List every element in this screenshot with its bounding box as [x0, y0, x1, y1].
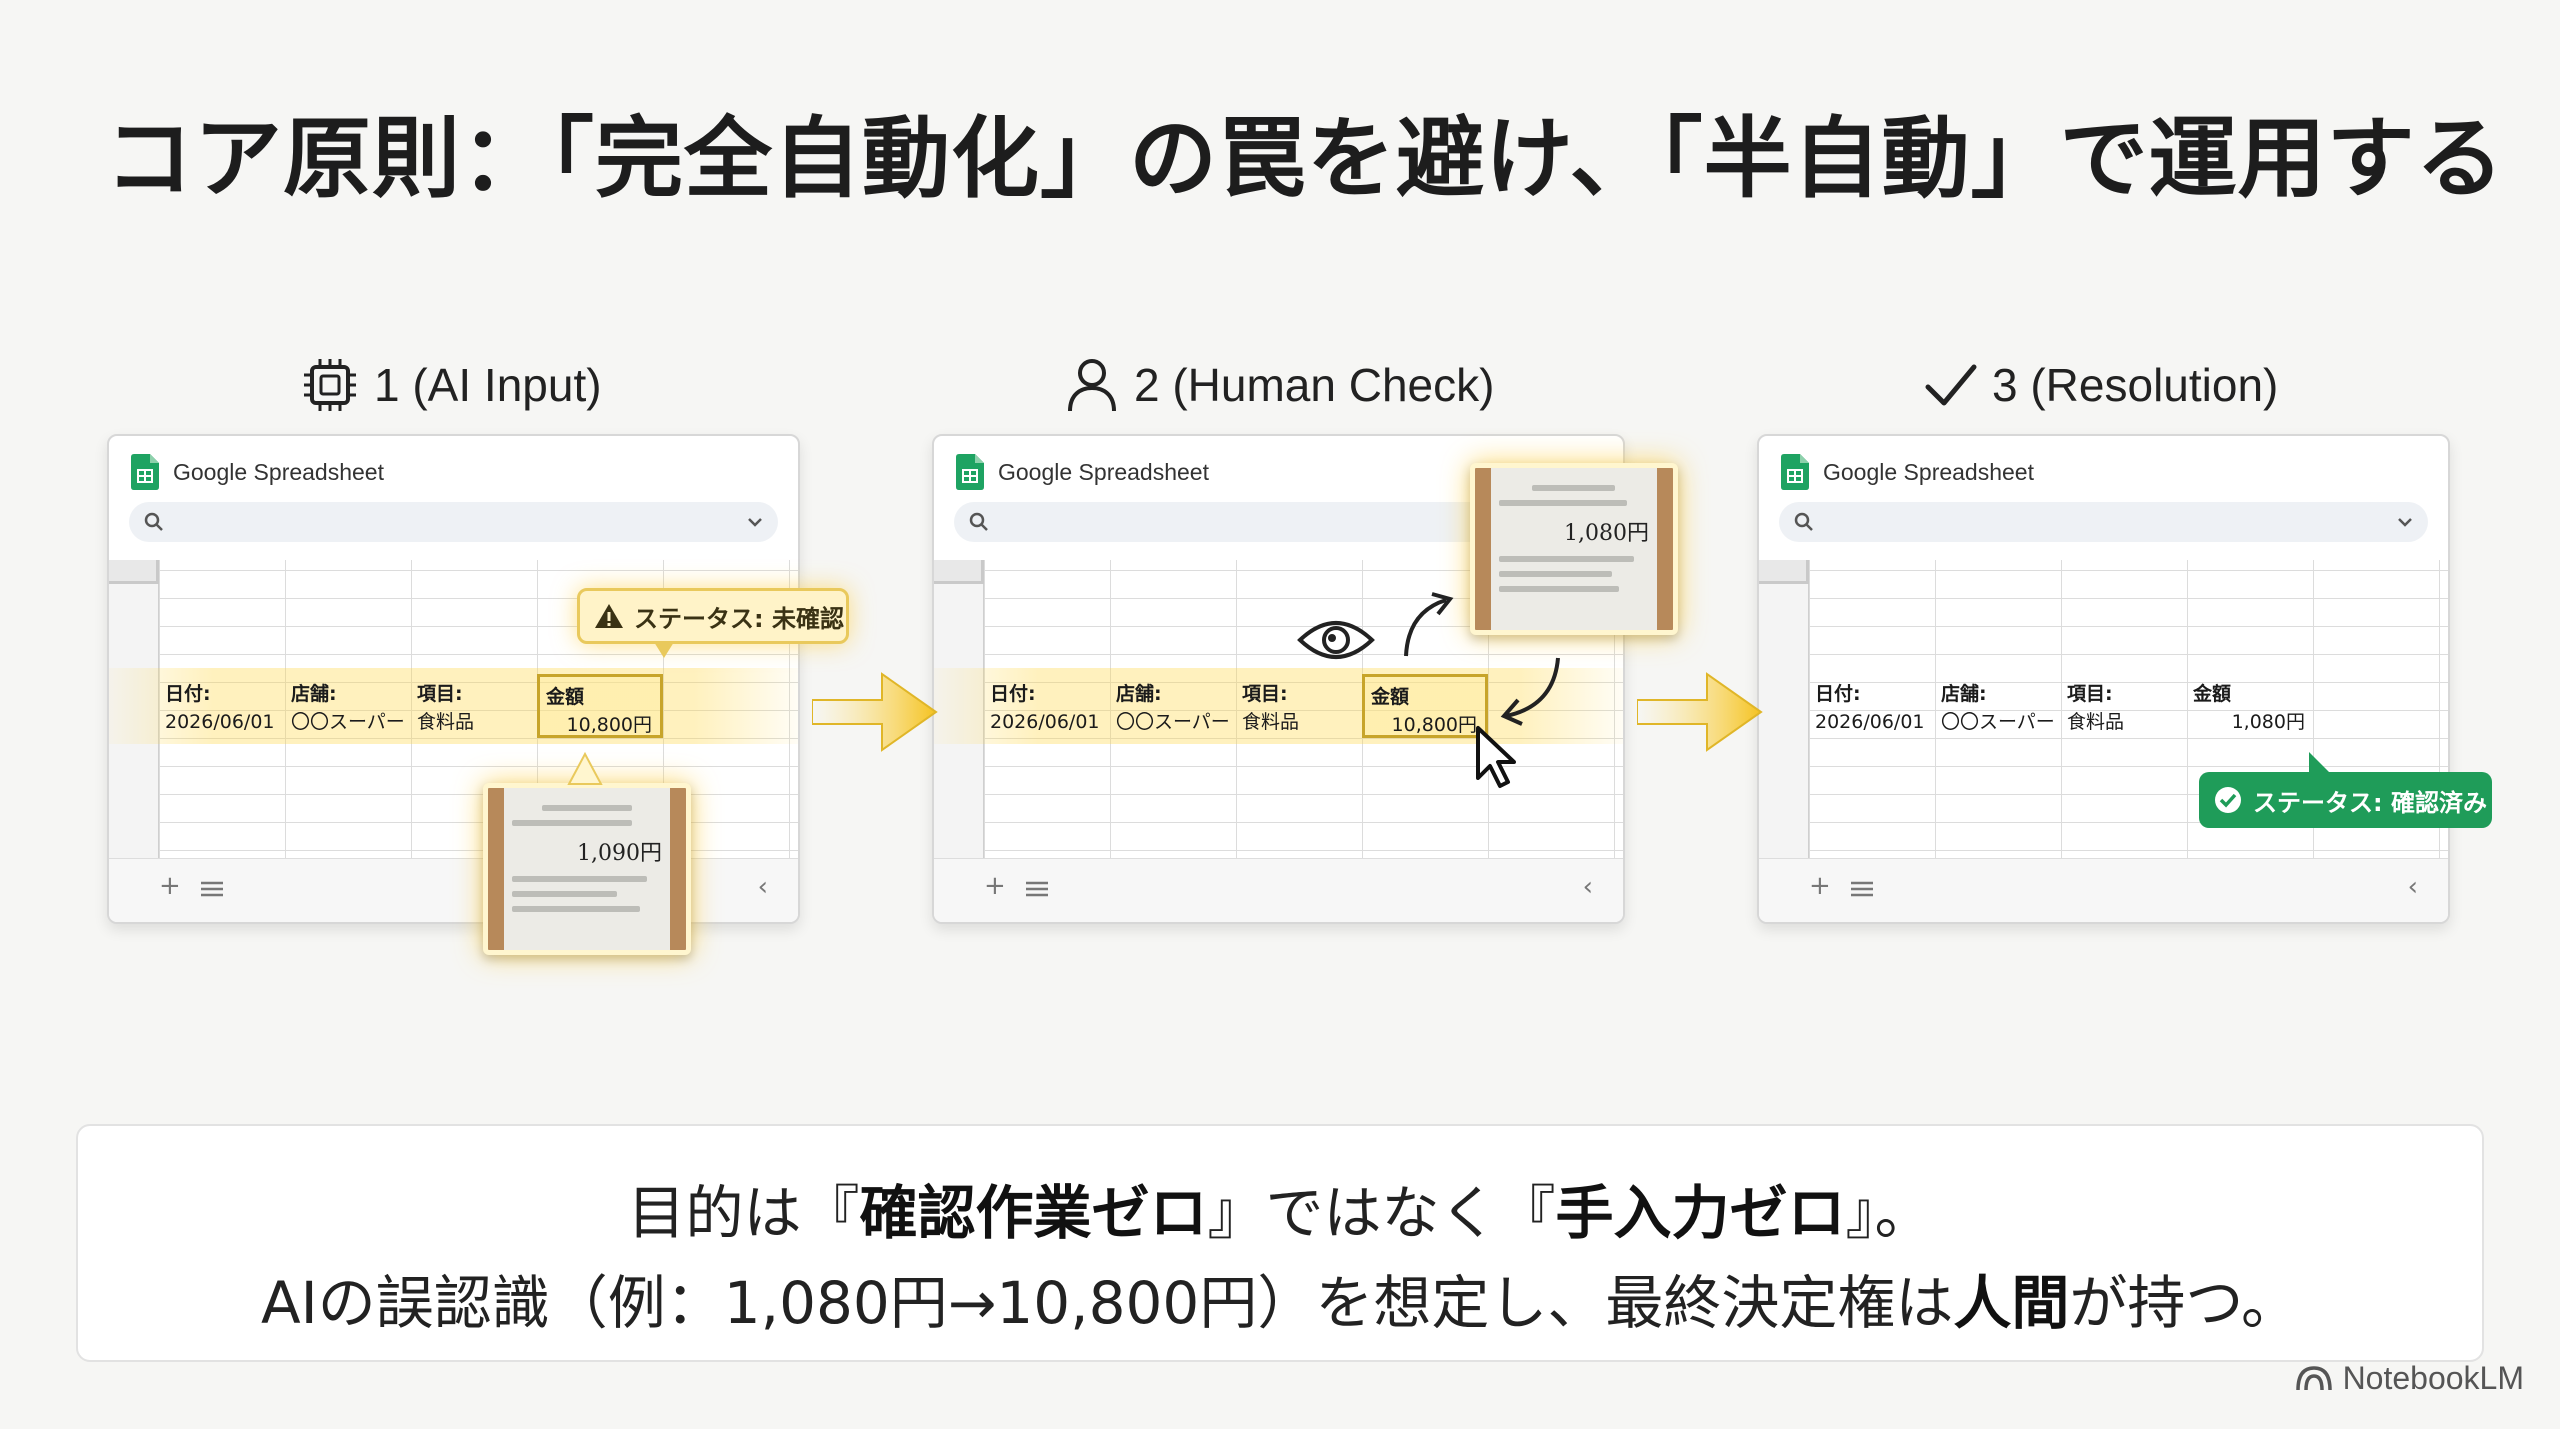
item-cell[interactable]: 項目:食料品 — [1242, 683, 1300, 733]
add-sheet-icon[interactable]: + — [984, 871, 1006, 901]
store-cell[interactable]: 店舗:〇〇スーパー — [1941, 683, 2055, 733]
app-header: Google Spreadsheet — [131, 452, 384, 492]
date-cell[interactable]: 日付:2026/06/01 — [1815, 683, 1925, 733]
step-1-text: 1 (AI Input) — [374, 359, 602, 411]
chevron-left-icon[interactable]: ‹ — [1582, 872, 1593, 902]
person-icon — [1068, 359, 1116, 412]
add-sheet-icon[interactable]: + — [159, 871, 181, 901]
sheet-list-icon[interactable] — [1026, 881, 1048, 897]
status-unconfirmed-badge: ステータス: 未確認 — [577, 588, 849, 658]
app-name: Google Spreadsheet — [1823, 458, 2034, 485]
date-cell[interactable]: 日付:2026/06/01 — [165, 683, 275, 733]
step-1-label: 1 (AI Input) — [300, 355, 602, 415]
status-confirmed-badge: ステータス: 確認済み — [2199, 752, 2492, 828]
notebooklm-icon — [2295, 1366, 2332, 1391]
row-headers — [1759, 584, 1809, 860]
key-message-box: 目的は『確認作業ゼロ』ではなく『手入力ゼロ』。 AIの誤認識（例：1,080円→… — [76, 1124, 2484, 1362]
grid-corner[interactable] — [934, 560, 984, 584]
app-header: Google Spreadsheet — [956, 452, 1209, 492]
curved-arrow-up-icon — [1404, 592, 1454, 657]
flow-arrow-icon — [812, 672, 938, 752]
sheets-icon — [131, 454, 159, 490]
eye-icon — [1297, 621, 1375, 659]
search-icon — [144, 512, 163, 531]
receipt-image: 1,080円 — [1470, 463, 1678, 635]
flow-arrow-icon — [1637, 672, 1763, 752]
store-cell[interactable]: 店舗:〇〇スーパー — [291, 683, 405, 733]
sheet-grid[interactable] — [1759, 560, 2448, 860]
chevron-down-icon[interactable] — [746, 514, 764, 530]
cursor-icon — [1476, 726, 1516, 788]
step-2-text: 2 (Human Check) — [1134, 359, 1495, 411]
store-cell[interactable]: 店舗:〇〇スーパー — [1116, 683, 1230, 733]
sheet-footer: + ‹ — [1759, 858, 2448, 922]
row-headers — [934, 584, 984, 860]
item-cell[interactable]: 項目:食料品 — [417, 683, 475, 733]
receipt-pointer — [567, 752, 603, 785]
sheets-icon — [956, 454, 984, 490]
checkmark-icon — [1925, 364, 1977, 406]
message-line-1: 目的は『確認作業ゼロ』ではなく『手入力ゼロ』。 — [627, 1179, 1933, 1247]
row-headers — [109, 584, 159, 860]
highlight-band — [109, 668, 798, 744]
sheet-footer: + ‹ — [934, 858, 1623, 922]
receipt-image: 1,090円 — [483, 783, 691, 955]
search-icon — [969, 512, 988, 531]
chevron-left-icon[interactable]: ‹ — [757, 872, 768, 902]
search-bar[interactable] — [1779, 502, 2428, 542]
add-sheet-icon[interactable]: + — [1809, 871, 1831, 901]
notebooklm-logo: NotebookLM — [2295, 1358, 2524, 1398]
chip-icon — [304, 359, 356, 411]
sheet-list-icon[interactable] — [201, 881, 223, 897]
highlight-band — [934, 668, 1623, 744]
app-header: Google Spreadsheet — [1781, 452, 2034, 492]
warning-icon — [595, 604, 623, 628]
step-3-text: 3 (Resolution) — [1992, 359, 2279, 411]
search-bar[interactable] — [129, 502, 778, 542]
chevron-down-icon[interactable] — [2396, 514, 2414, 530]
chevron-left-icon[interactable]: ‹ — [2407, 872, 2418, 902]
sheet-list-icon[interactable] — [1851, 881, 1873, 897]
spreadsheet-panel-2: Google Spreadsheet 日付:2026/06/01 店舗:〇〇スー… — [932, 434, 1625, 924]
message-line-2: AIの誤認識（例：1,080円→10,800円）を想定し、最終決定権は人間が持つ… — [260, 1269, 2300, 1337]
grid-corner[interactable] — [109, 560, 159, 584]
sheet-grid[interactable] — [934, 560, 1623, 860]
step-2-label: 2 (Human Check) — [1064, 355, 1494, 415]
sheet-footer: + ‹ — [109, 858, 798, 922]
date-cell[interactable]: 日付:2026/06/01 — [990, 683, 1100, 733]
curved-arrow-down-icon — [1500, 657, 1560, 726]
search-icon — [1794, 512, 1813, 531]
spreadsheet-panel-3: Google Spreadsheet 日付:2026/06/01 店舗:〇〇スー… — [1757, 434, 2450, 924]
item-cell[interactable]: 項目:食料品 — [2067, 683, 2125, 733]
spreadsheet-panel-1: Google Spreadsheet 日付:2026/06/01 店舗:〇〇スー… — [107, 434, 800, 924]
step-3-label: 3 (Resolution) — [1922, 355, 2278, 415]
app-name: Google Spreadsheet — [173, 458, 384, 485]
app-name: Google Spreadsheet — [998, 458, 1209, 485]
sheets-icon — [1781, 454, 1809, 490]
grid-corner[interactable] — [1759, 560, 1809, 584]
check-circle-icon — [2215, 787, 2241, 813]
slide-title: コア原則：「完全自動化」の罠を避け、「半自動」で運用する — [105, 107, 2505, 210]
